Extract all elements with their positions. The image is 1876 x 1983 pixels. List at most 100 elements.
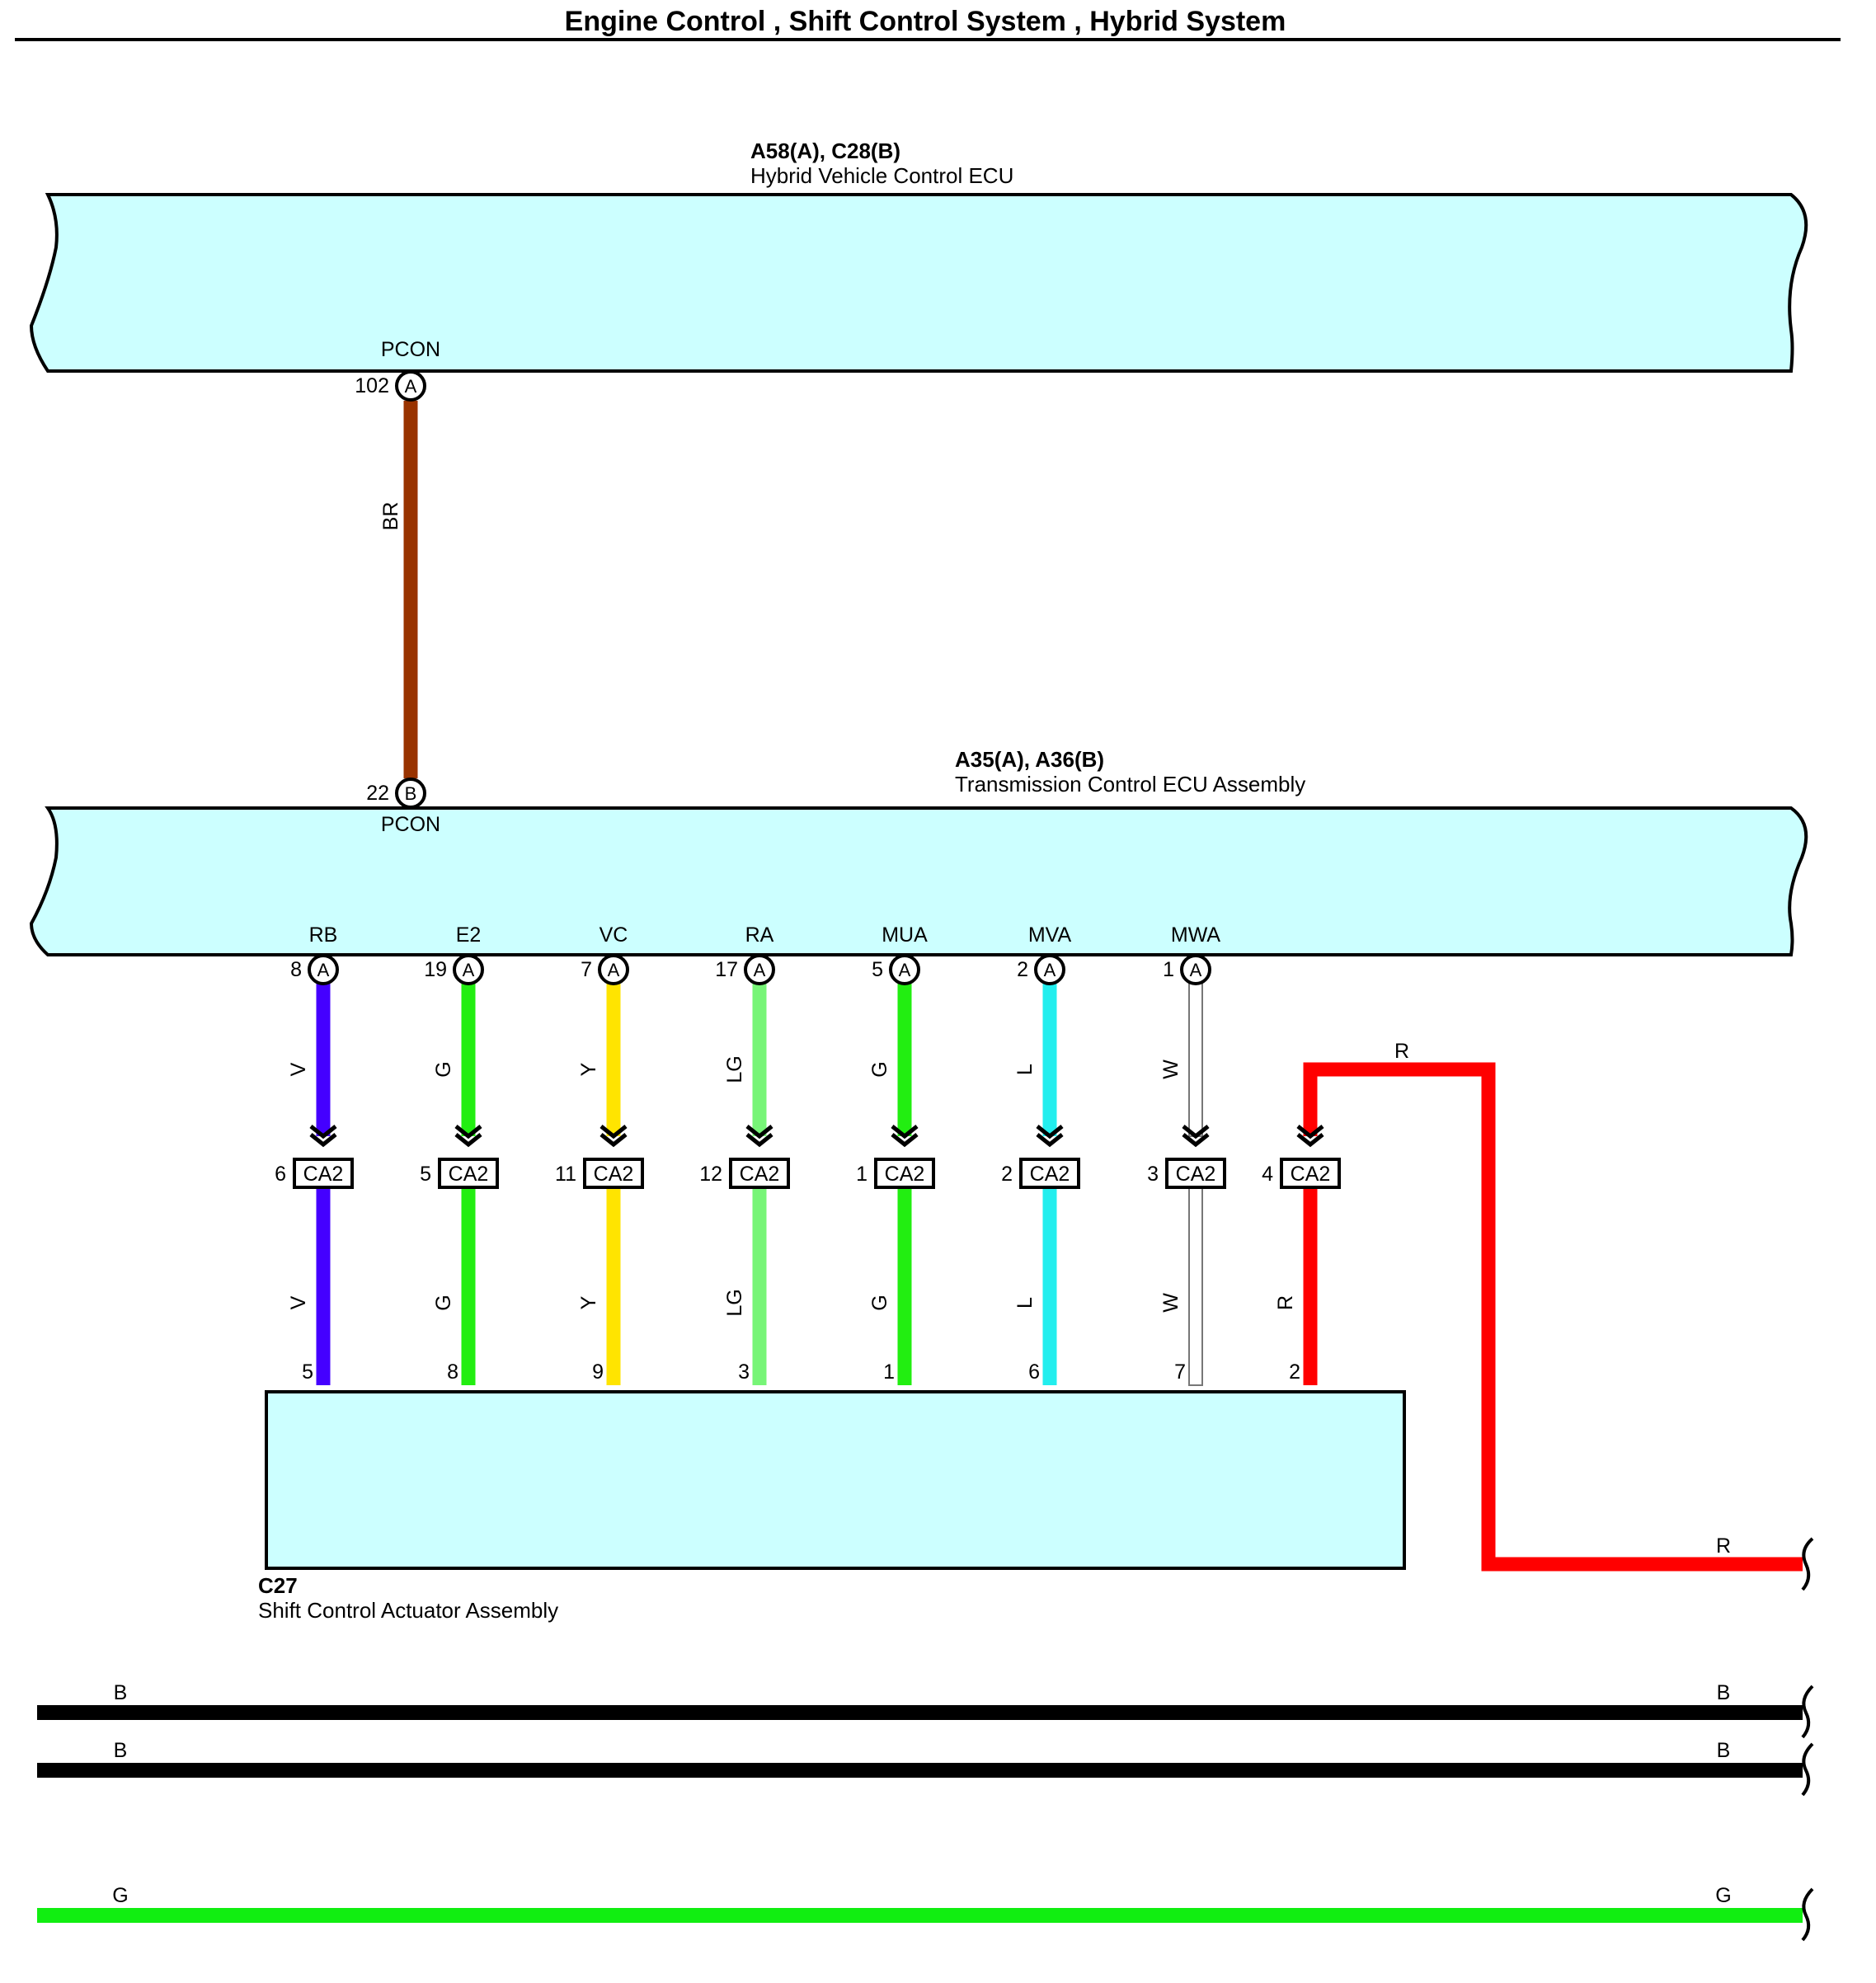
svg-text:B: B: [405, 783, 417, 804]
branch-rb: A8RBVVCA265RB: [275, 923, 354, 1423]
branch-ra: A17RALGLGCA2123RA: [699, 923, 790, 1423]
wire-color-upper: L: [1013, 1064, 1037, 1075]
wire-segment: [1188, 1187, 1203, 1386]
actuator-code: C27: [258, 1573, 298, 1598]
branch-vc: A7VCYYCA2119RVC: [555, 923, 644, 1423]
svg-text:A: A: [405, 376, 417, 397]
mid-ecu-name: Transmission Control ECU Assembly: [955, 772, 1305, 796]
ecu-pin-connector-letter: A: [317, 960, 330, 980]
actuator-pin-number: 5: [302, 1360, 313, 1384]
bma-wire-color-lower: R: [1274, 1295, 1297, 1310]
junction-connector: CA2: [438, 1158, 499, 1189]
junction-connector: CA2: [583, 1158, 644, 1189]
ecu-pin-connector-letter: A: [754, 960, 766, 980]
ecu-pin-connector-letter: A: [1044, 960, 1056, 980]
top-ecu-terminal-pcon: PCON: [381, 338, 440, 361]
break-symbol-right: [1801, 1742, 1814, 1797]
actuator-pin-number: 1: [883, 1360, 895, 1384]
branch-e2: A19E2GGCA258RE2: [420, 923, 499, 1423]
ecu-terminal-name: MUA: [882, 923, 928, 947]
junction-pin-number: 6: [275, 1163, 286, 1186]
wire-label-left: G: [112, 1884, 128, 1907]
ecu-pin-number: 17: [715, 958, 738, 981]
branch-mua: A5MUAGGCA211MUA: [856, 923, 935, 1423]
actuator-name: Shift Control Actuator Assembly: [258, 1598, 558, 1623]
ecu-pin-number: 5: [872, 958, 883, 981]
junction-pin-number: 3: [1147, 1163, 1159, 1186]
junction-arrow: [309, 1125, 337, 1148]
mid-ecu-code: A35(A), A36(B): [955, 747, 1104, 772]
wire-color-upper: Y: [577, 1062, 600, 1076]
junction-arrow: [1036, 1125, 1064, 1148]
actuator-pin-number: 8: [447, 1360, 458, 1384]
junction-arrow: [454, 1125, 482, 1148]
ecu-pin-connector-letter: A: [463, 960, 475, 980]
ecu-terminal-name: MVA: [1028, 923, 1072, 947]
junction-connector-label: CA2: [449, 1163, 489, 1186]
pcon-top-pin-number: 102: [355, 374, 389, 397]
ecu-pin-connector: A: [1180, 954, 1211, 985]
ecu-pin-number: 2: [1017, 958, 1028, 981]
junction-connector-label: CA2: [594, 1163, 634, 1186]
wire-color-upper: G: [432, 1061, 455, 1077]
junction-connector: CA2: [1165, 1158, 1226, 1189]
junction-pin-number: 5: [420, 1163, 431, 1186]
junction-connector: CA2: [729, 1158, 790, 1189]
ecu-pin-connector-letter: A: [1190, 960, 1202, 980]
junction-connector-label: CA2: [740, 1163, 780, 1186]
wire-color-lower: Y: [577, 1295, 600, 1309]
ecu-pin-connector-letter: A: [608, 960, 620, 980]
mid-ecu-terminal-pcon: PCON: [381, 813, 440, 836]
bma-junction-arrow: [1296, 1125, 1324, 1148]
bma-junction-pin-number: 4: [1262, 1163, 1273, 1186]
wire-color-upper: V: [287, 1062, 310, 1076]
wire-color-lower: V: [287, 1295, 310, 1309]
bma-wire-break-symbol: [1801, 1537, 1814, 1591]
ecu-pin-connector: A: [598, 954, 629, 985]
junction-pin-number: 11: [555, 1163, 576, 1186]
ecu-terminal-name: RA: [745, 923, 774, 947]
branch-wires: A8RBVVCA265RBA19E2GGCA258RE2A7VCYYCA2119…: [275, 923, 1226, 1423]
wire-label-right: G: [1715, 1884, 1731, 1907]
pcon-wire-color-label: BR: [379, 502, 402, 531]
wire-color-lower: L: [1013, 1297, 1037, 1309]
wire-color-upper: G: [868, 1061, 891, 1077]
mid-ecu-box: [29, 806, 1808, 956]
wire-label-right: B: [1717, 1739, 1731, 1762]
actuator-pin-number: 3: [738, 1360, 750, 1384]
branch-mva: A2MVALLCA226MVA: [1001, 923, 1080, 1423]
bma-junction-connector-label: CA2: [1291, 1163, 1331, 1186]
wire-color-lower: LG: [723, 1289, 746, 1316]
ecu-pin-number: 1: [1163, 958, 1174, 981]
actuator-pin-number: 6: [1028, 1360, 1040, 1384]
pcon-bottom-pin: B: [395, 778, 426, 809]
junction-pin-number: 2: [1001, 1163, 1013, 1186]
pcon-top-pin: A: [395, 370, 426, 402]
wire-color-upper: W: [1159, 1060, 1182, 1079]
bma-outgoing-label-top: R: [1394, 1040, 1409, 1063]
junction-connector-label: CA2: [1030, 1163, 1070, 1186]
junction-arrow: [891, 1125, 919, 1148]
top-ecu-code: A58(A), C28(B): [750, 139, 900, 163]
page-title: Engine Control , Shift Control System , …: [565, 6, 1286, 37]
ecu-pin-number: 19: [424, 958, 447, 981]
junction-connector-label: CA2: [885, 1163, 925, 1186]
junction-pin-number: 1: [856, 1163, 867, 1186]
junction-connector-label: CA2: [303, 1163, 344, 1186]
ecu-terminal-name: MWA: [1171, 923, 1220, 947]
wire-color-lower: G: [432, 1295, 455, 1310]
ecu-pin-connector: A: [308, 954, 339, 985]
junction-connector-label: CA2: [1176, 1163, 1216, 1186]
junction-pin-number: 12: [699, 1163, 722, 1186]
actuator-pin-number: 9: [592, 1360, 604, 1384]
wire-label-right: B: [1717, 1681, 1731, 1704]
ecu-pin-number: 8: [290, 958, 302, 981]
top-ecu-name: Hybrid Vehicle Control ECU: [750, 163, 1013, 188]
ecu-pin-connector: A: [744, 954, 775, 985]
wire-label-left: B: [114, 1681, 128, 1704]
ecu-pin-connector: A: [889, 954, 920, 985]
